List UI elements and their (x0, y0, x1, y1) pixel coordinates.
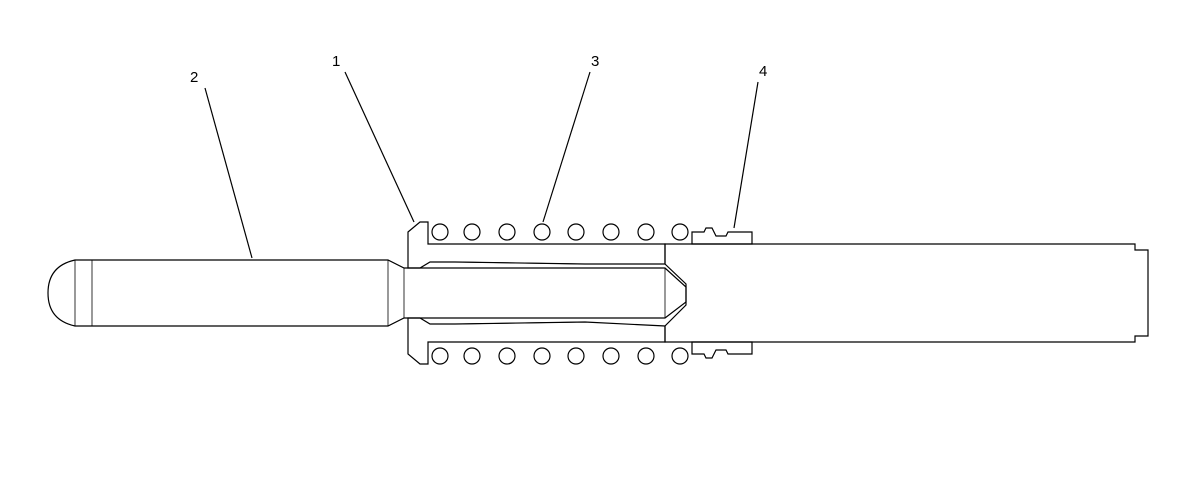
callout-label-2: 2 (190, 69, 198, 86)
callout-label-1: 1 (332, 53, 340, 70)
spring-coils-top (431, 223, 689, 241)
leader-line-2 (204, 87, 253, 259)
sleeve (407, 221, 666, 365)
callout-label-3: 3 (591, 53, 599, 70)
pin (47, 259, 687, 327)
leader-line-1 (344, 71, 415, 223)
shaft-body (664, 243, 1149, 343)
leader-lines (204, 71, 759, 259)
callout-label-4: 4 (759, 63, 767, 80)
leader-line-3 (542, 71, 591, 223)
retainer-ring (691, 227, 753, 359)
leader-line-4 (733, 81, 759, 229)
callout-labels: 1 2 3 4 (190, 53, 767, 86)
spring-coils-bottom (431, 347, 689, 365)
